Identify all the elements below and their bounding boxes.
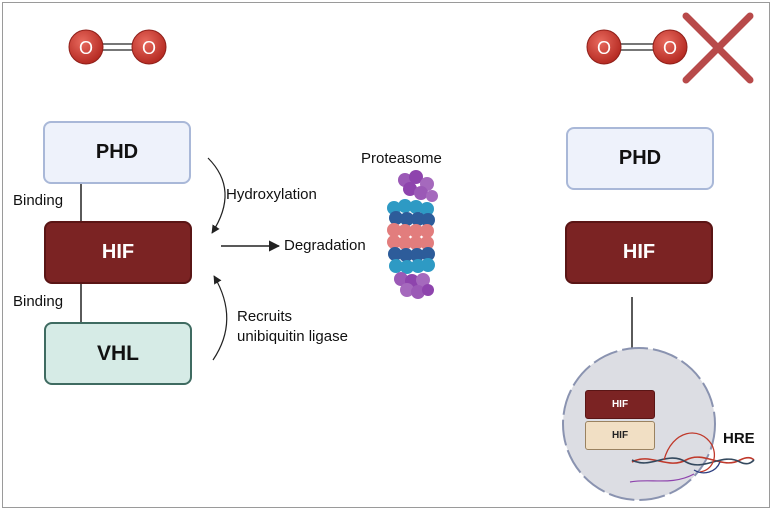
cross-icon xyxy=(682,12,754,84)
oxygen-atom-label: O xyxy=(79,38,93,58)
recruits-arrow xyxy=(212,275,228,361)
degradation-label: Degradation xyxy=(284,237,366,254)
hydroxylation-arrow xyxy=(207,157,226,234)
oxygen-atom-label: O xyxy=(663,38,677,58)
nucleus-hif-bottom: HIF xyxy=(585,421,655,450)
recruits-label-line2: unibiquitin ligase xyxy=(237,328,348,345)
oxygen-atom-label: O xyxy=(597,38,611,58)
hif-box-right: HIF xyxy=(565,221,713,284)
hif-label: HIF xyxy=(622,241,656,263)
binding-label-top: Binding xyxy=(13,192,64,209)
vhl-box: VHL xyxy=(44,322,192,385)
phd-box: PHD xyxy=(43,121,191,184)
hif-label: HIF xyxy=(101,241,135,263)
binding-label-bottom: Binding xyxy=(13,293,64,310)
phd-label: PHD xyxy=(618,147,662,169)
proteasome-label: Proteasome xyxy=(361,150,442,167)
recruits-label-line1: Recruits xyxy=(237,308,293,325)
hydroxylation-label: Hydroxylation xyxy=(226,186,317,203)
nucleus-hif-top: HIF xyxy=(585,390,655,419)
oxygen-molecule-right: O O xyxy=(586,29,688,65)
hre-label: HRE xyxy=(723,430,755,447)
phd-box-right: PHD xyxy=(566,127,714,190)
phd-label: PHD xyxy=(95,141,139,163)
oxygen-molecule-left: O O xyxy=(68,29,167,65)
proteasome-icon xyxy=(387,170,438,299)
dna-icon xyxy=(629,432,755,483)
oxygen-atom-label: O xyxy=(142,38,156,58)
hif-box: HIF xyxy=(44,221,192,284)
vhl-label: VHL xyxy=(97,341,139,365)
nucleus-hif-top-label: HIF xyxy=(611,399,629,410)
nucleus-hif-bottom-label: HIF xyxy=(611,430,629,441)
